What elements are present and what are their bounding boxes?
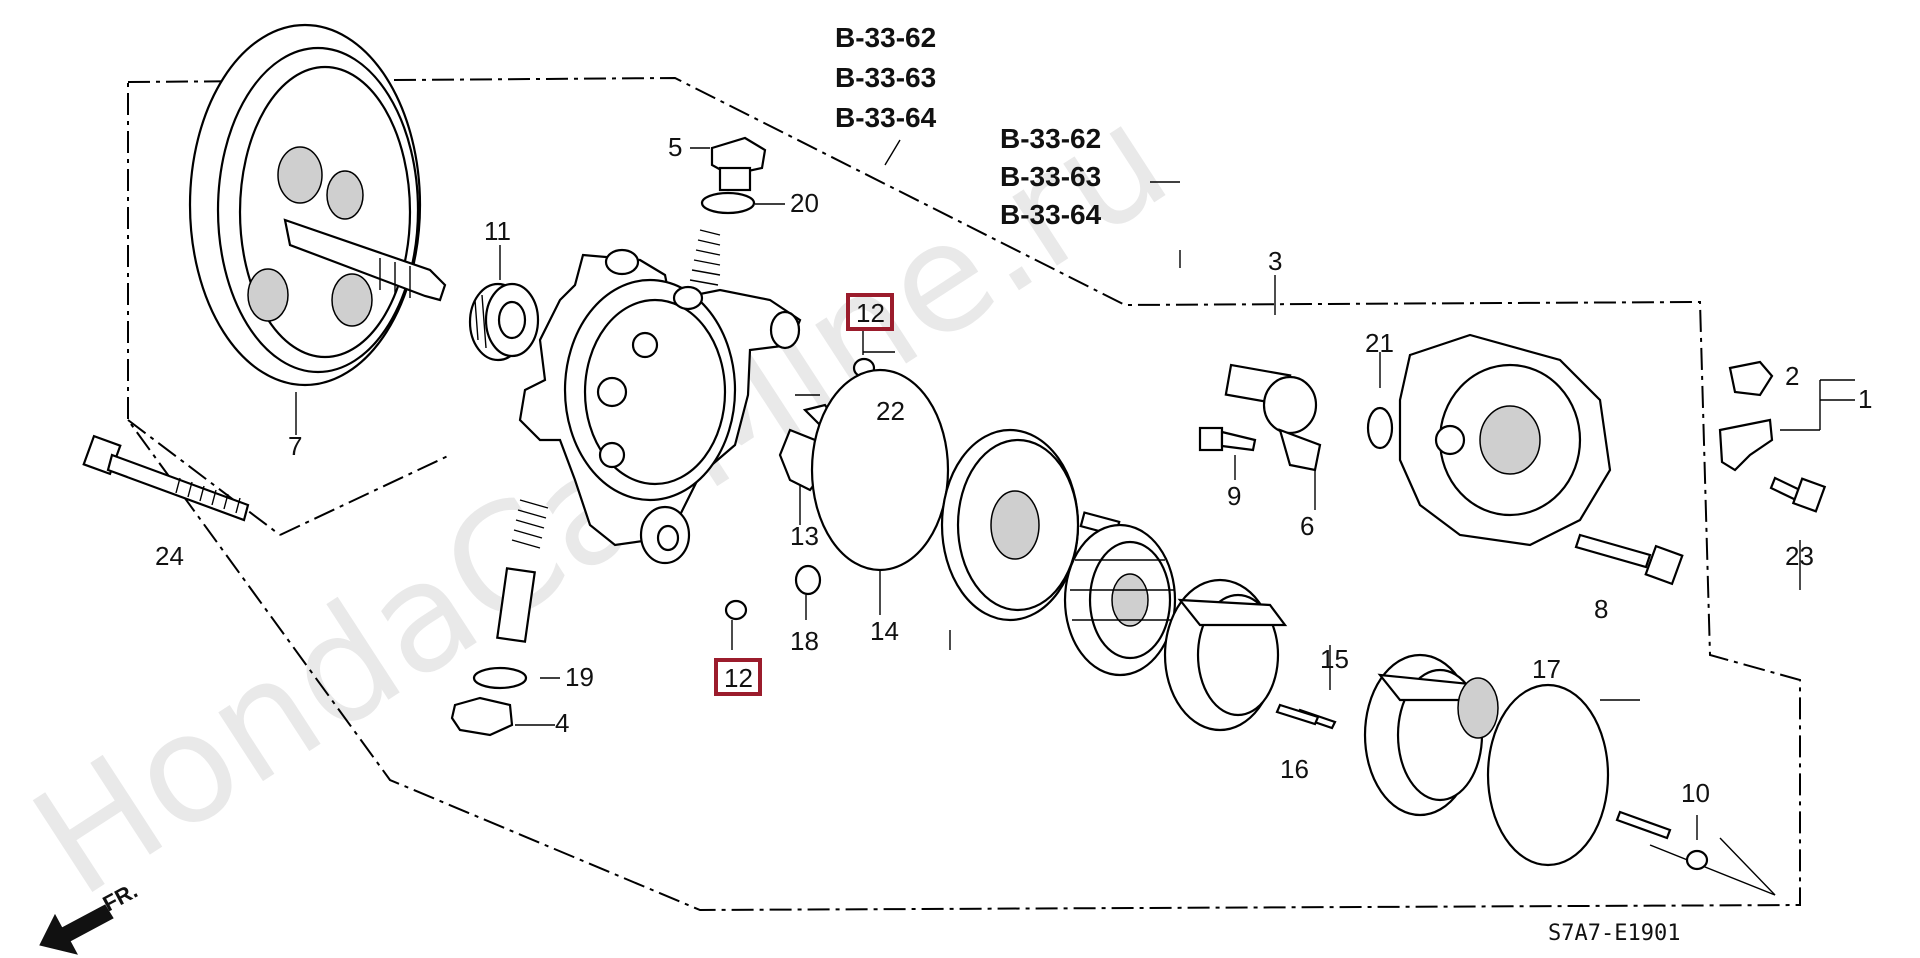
assembly-outline <box>127 76 1801 912</box>
label-16[interactable]: 16 <box>1280 754 1309 784</box>
label-7[interactable]: 7 <box>288 431 302 461</box>
spring-upper <box>689 229 721 286</box>
o-ring-part-20[interactable] <box>700 191 756 215</box>
pump-body[interactable] <box>518 248 802 565</box>
ref-right-1[interactable]: B-33-62 <box>1000 123 1101 154</box>
o-ring-part-14[interactable] <box>810 368 950 572</box>
label-11[interactable]: 11 <box>484 216 511 246</box>
clip-part-18[interactable] <box>794 564 822 596</box>
ref-right-3[interactable]: B-33-64 <box>1000 199 1102 230</box>
label-9[interactable]: 9 <box>1227 481 1241 511</box>
bolt-part-24[interactable] <box>82 434 250 522</box>
label-24[interactable]: 24 <box>155 541 184 571</box>
cap-part-2[interactable] <box>1728 360 1774 397</box>
label-19[interactable]: 19 <box>565 662 594 692</box>
part-number-labels: 1 2 3 4 5 6 7 8 9 10 11 12 12 13 14 15 1… <box>155 132 1872 808</box>
label-4[interactable]: 4 <box>555 708 569 738</box>
bolt-part-9[interactable] <box>1198 426 1257 452</box>
pin-part-10[interactable] <box>1615 810 1672 840</box>
leader-lines <box>295 139 1855 896</box>
plug-part-5[interactable] <box>710 136 767 192</box>
label-5[interactable]: 5 <box>668 132 682 162</box>
o-ring-part-21[interactable] <box>1366 406 1394 450</box>
label-21[interactable]: 21 <box>1365 328 1394 358</box>
rear-cover-part-3[interactable] <box>1398 333 1612 547</box>
label-12-upper[interactable]: 12 <box>856 298 885 328</box>
front-arrow-icon <box>39 904 114 955</box>
bolt-part-8[interactable] <box>1574 533 1684 586</box>
plug-part-4[interactable] <box>450 696 514 737</box>
ref-top-2[interactable]: B-33-63 <box>835 62 936 93</box>
outlet-fitting-part-6[interactable] <box>1224 363 1322 472</box>
label-18[interactable]: 18 <box>790 626 819 656</box>
label-1[interactable]: 1 <box>1858 384 1872 414</box>
ref-top-3[interactable]: B-33-64 <box>835 102 937 133</box>
label-15[interactable]: 15 <box>1320 644 1349 674</box>
label-3[interactable]: 3 <box>1268 246 1282 276</box>
oil-seal-part-11[interactable] <box>468 282 540 362</box>
highlight-box-12-upper <box>846 293 894 331</box>
bracket-part-1[interactable] <box>1718 418 1774 472</box>
label-22[interactable]: 22 <box>876 396 905 426</box>
o-ring-part-17[interactable] <box>1486 683 1610 867</box>
label-20[interactable]: 20 <box>790 188 819 218</box>
label-13[interactable]: 13 <box>790 521 819 551</box>
diagram-code: S7A7-E1901 <box>1548 921 1680 946</box>
side-plate[interactable] <box>940 428 1121 622</box>
label-10[interactable]: 10 <box>1681 778 1710 808</box>
ref-right-2[interactable]: B-33-63 <box>1000 161 1101 192</box>
reference-group-top[interactable]: B-33-62 B-33-63 B-33-64 <box>835 22 937 133</box>
o-ring-part-19[interactable] <box>472 666 528 690</box>
clip-part-10[interactable] <box>1685 849 1709 871</box>
label-12-lower[interactable]: 12 <box>724 663 753 693</box>
rotor[interactable] <box>1063 523 1177 677</box>
cam-ring[interactable] <box>1163 578 1288 732</box>
highlight-box-12-lower <box>714 658 762 696</box>
label-23[interactable]: 23 <box>1785 541 1814 571</box>
housing-ring[interactable] <box>1363 653 1499 817</box>
label-17[interactable]: 17 <box>1532 654 1561 684</box>
pin-part-16[interactable] <box>1275 703 1320 726</box>
label-6[interactable]: 6 <box>1300 511 1314 541</box>
label-2[interactable]: 2 <box>1785 361 1799 391</box>
flow-control-valve[interactable] <box>496 499 549 643</box>
label-8[interactable]: 8 <box>1594 594 1608 624</box>
ref-top-1[interactable]: B-33-62 <box>835 22 936 53</box>
reference-group-right[interactable]: B-33-62 B-33-63 B-33-64 <box>1000 123 1102 230</box>
clip-part-12-lower[interactable] <box>724 599 748 621</box>
label-14[interactable]: 14 <box>870 616 899 646</box>
bolt-part-23[interactable] <box>1769 476 1827 513</box>
pulley-part-7[interactable] <box>188 23 447 387</box>
